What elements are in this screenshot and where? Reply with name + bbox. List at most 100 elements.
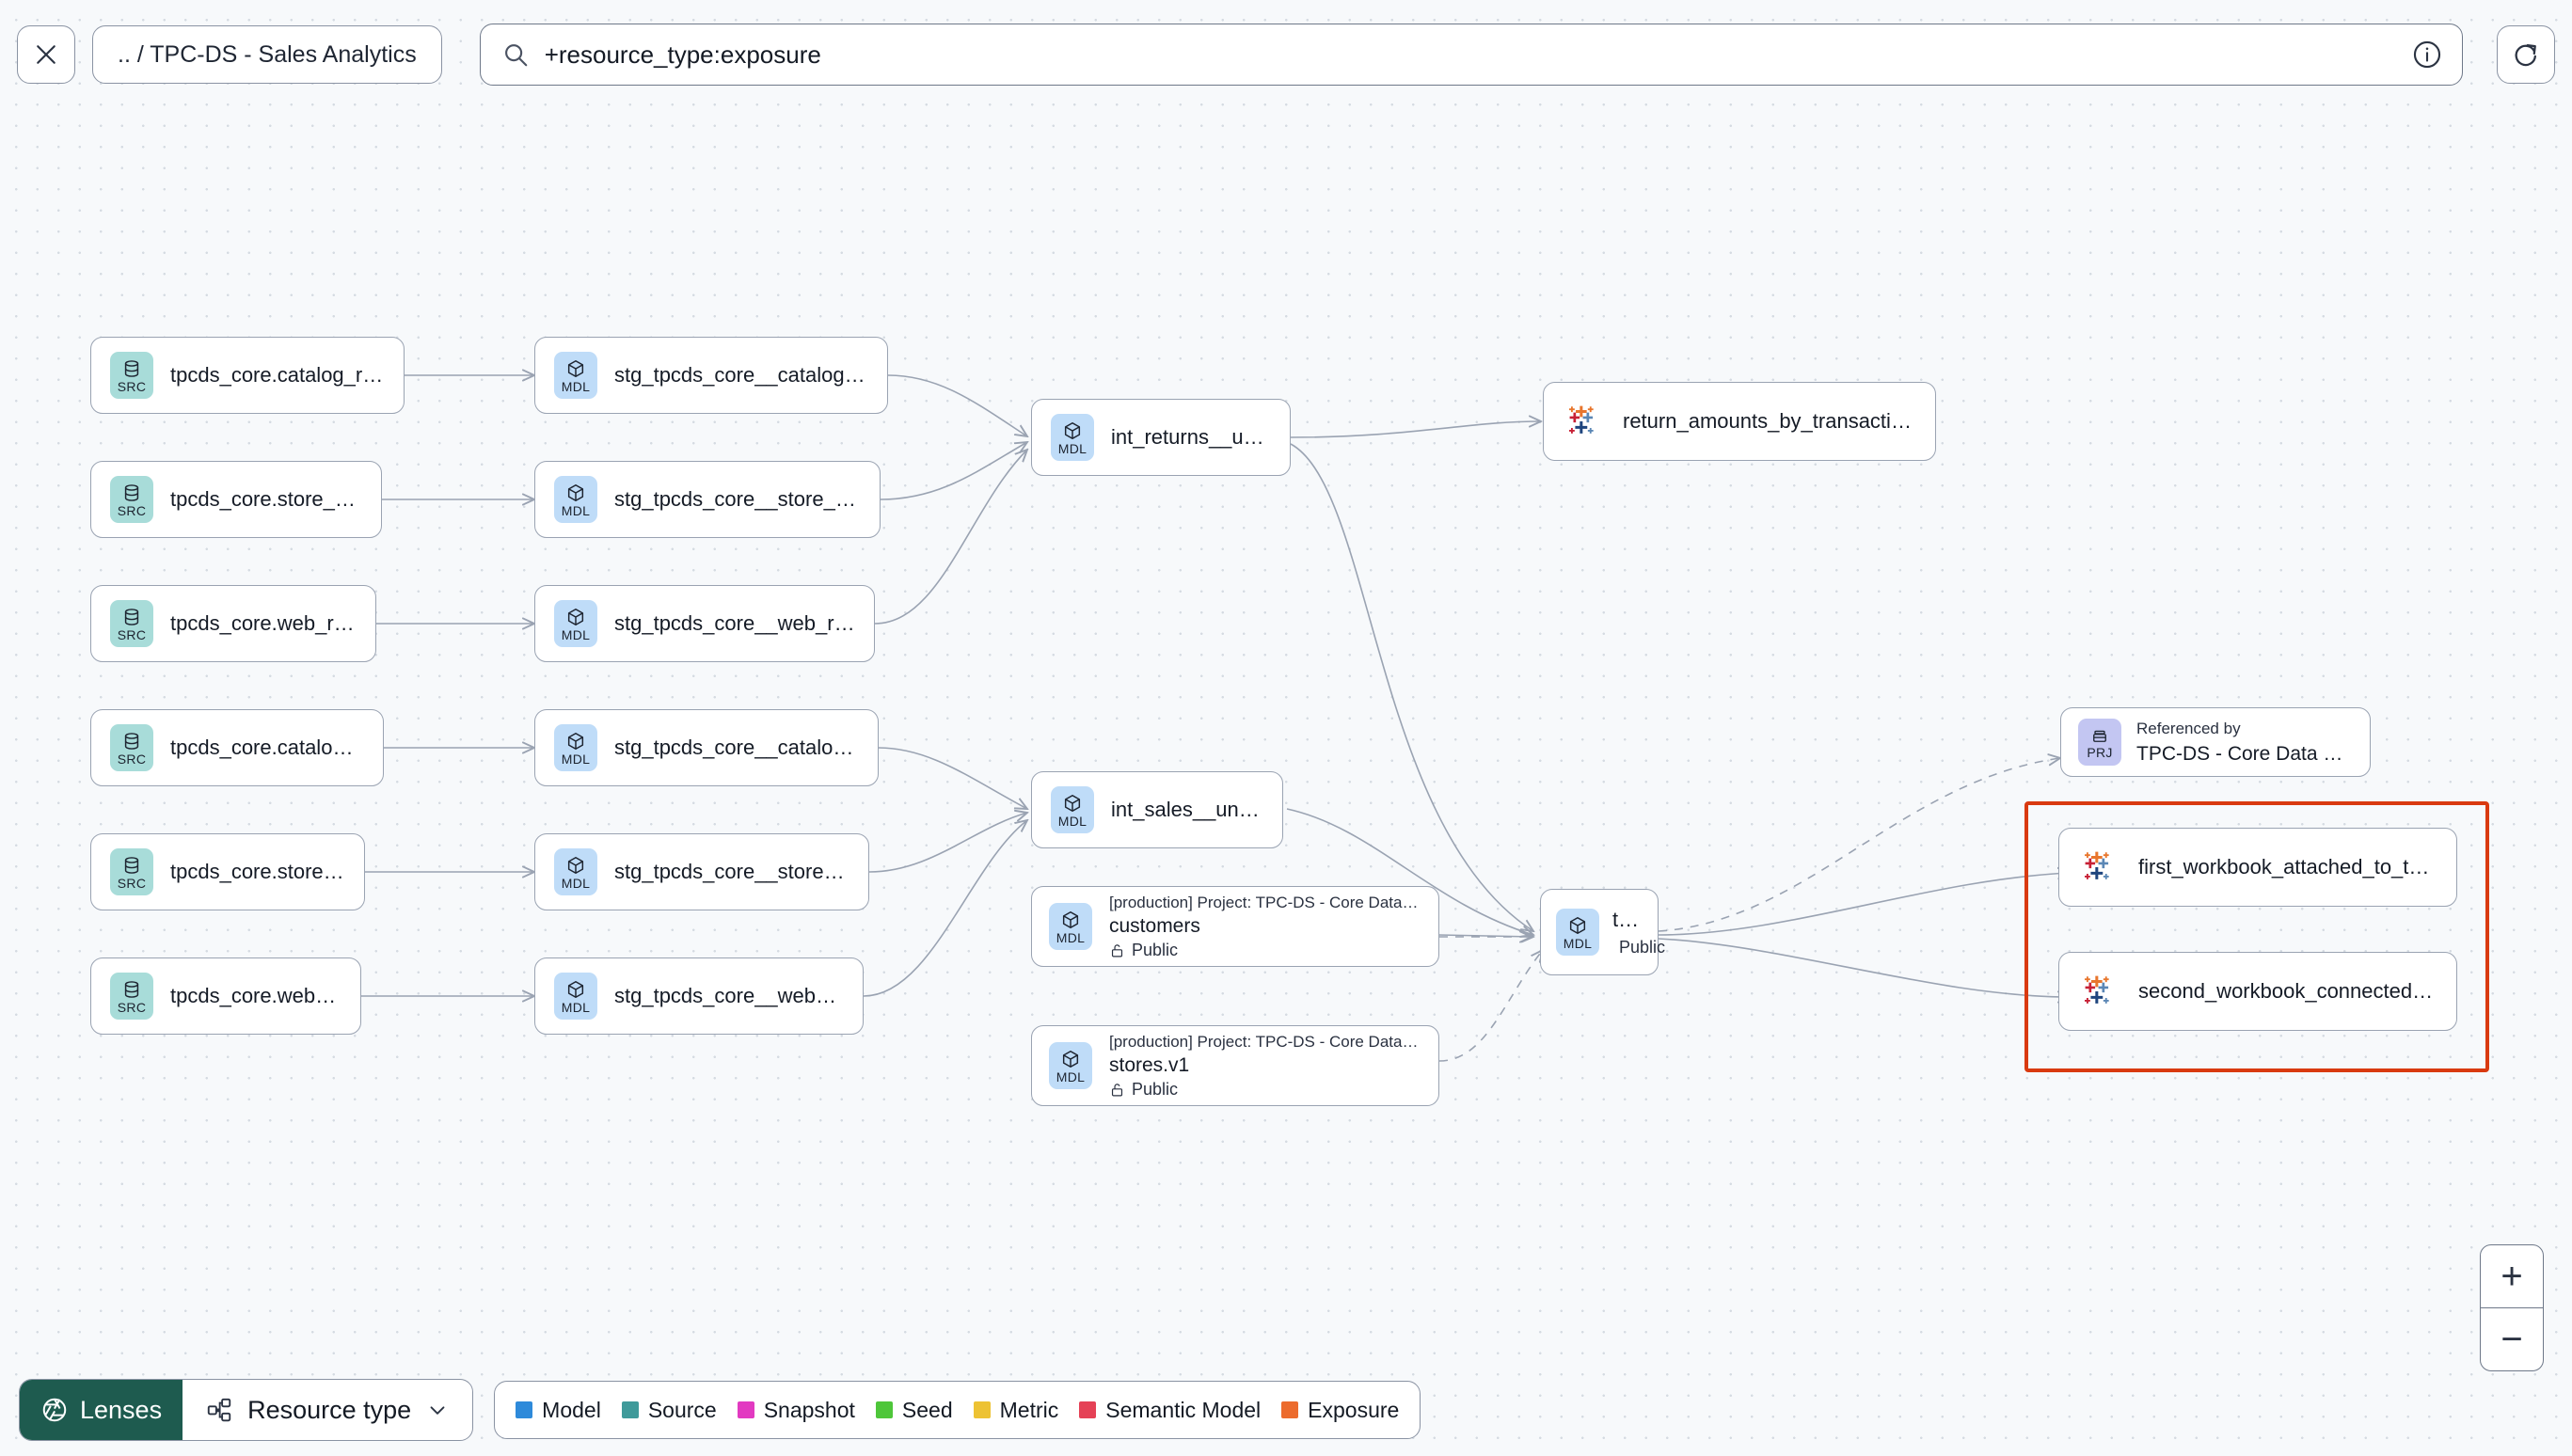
model-badge: MDL — [1051, 786, 1094, 833]
database-icon — [124, 608, 139, 625]
badge-label: SRC — [117, 378, 147, 394]
model-badge: MDL — [554, 600, 597, 647]
close-button[interactable] — [17, 25, 75, 84]
refresh-button[interactable] — [2497, 25, 2555, 84]
access-badge: Public — [1109, 1080, 1421, 1100]
legend-label: Exposure — [1308, 1397, 1400, 1422]
node-model[interactable]: MDL stg_tpcds_core__web_returns — [534, 585, 875, 662]
node-exposure[interactable]: return_amounts_by_transaction_type — [1543, 382, 1936, 461]
cube-icon — [1569, 916, 1586, 934]
cube-icon — [567, 980, 584, 998]
node-title: stg_tpcds_core__catalog_sales — [614, 736, 859, 759]
cube-icon — [1062, 910, 1079, 928]
cube-icon — [567, 608, 584, 625]
cube-icon — [567, 856, 584, 874]
node-title: int_returns__unioned — [1111, 425, 1271, 449]
legend-swatch — [973, 1401, 991, 1418]
legend-swatch — [516, 1401, 533, 1418]
node-title: stg_tpcds_core__web_returns — [614, 611, 855, 635]
node-source[interactable]: SRC tpcds_core.catalog_returns — [90, 337, 405, 414]
node-exposure[interactable]: first_workbook_attached_to_tpc-ds_-_… — [2058, 828, 2457, 907]
badge-label: MDL — [561, 751, 591, 767]
node-title: first_workbook_attached_to_tpc-ds_-_… — [2138, 855, 2437, 878]
database-icon — [124, 732, 139, 750]
database-icon — [124, 359, 139, 377]
lenses-button[interactable]: Lenses — [20, 1380, 183, 1440]
legend-label: Metric — [999, 1397, 1059, 1422]
node-source[interactable]: SRC tpcds_core.web_sales — [90, 957, 361, 1035]
tableau-icon — [2085, 975, 2109, 1004]
node-title: stg_tpcds_core__catalog_returns — [614, 363, 868, 387]
node-source[interactable]: SRC tpcds_core.catalog_sales — [90, 709, 384, 786]
model-badge: MDL — [554, 724, 597, 771]
badge-label: MDL — [561, 626, 591, 642]
badge-label: SRC — [117, 502, 147, 518]
legend-label: Model — [542, 1397, 601, 1422]
node-project-reference[interactable]: PRJ Referenced by TPC-DS - Core Data Mod… — [2060, 707, 2371, 777]
zoom-out-button[interactable]: − — [2501, 1319, 2523, 1360]
legend-swatch — [621, 1401, 639, 1418]
legend-label: Snapshot — [763, 1397, 855, 1422]
access-badge: Public — [1109, 941, 1421, 960]
node-model[interactable]: MDL stg_tpcds_core__catalog_returns — [534, 337, 888, 414]
node-title: tpcds_core.web_returns — [170, 611, 357, 635]
aperture-icon — [42, 1398, 67, 1422]
model-badge: MDL — [554, 352, 597, 399]
node-model[interactable]: MDL stg_tpcds_core__store_sales — [534, 833, 869, 910]
referenced-by-label: Referenced by — [2136, 719, 2241, 737]
legend-item-semantic-model: Semantic Model — [1079, 1398, 1261, 1423]
resource-type-label: Resource type — [247, 1395, 412, 1424]
resource-type-dropdown[interactable]: Resource type — [183, 1380, 472, 1440]
node-project-label: [production] Project: TPC-DS - Core Data… — [1109, 893, 1421, 911]
model-badge: MDL — [1051, 414, 1094, 461]
cube-icon — [1062, 1050, 1079, 1068]
legend-item-seed: Seed — [875, 1397, 953, 1423]
model-badge: MDL — [1556, 909, 1599, 956]
refresh-icon — [2515, 44, 2536, 67]
badge-label: MDL — [1563, 935, 1593, 951]
zoom-controls[interactable]: + − — [2480, 1244, 2544, 1371]
node-model[interactable]: MDL stg_tpcds_core__web_sales — [534, 957, 864, 1035]
legend-item-snapshot: Snapshot — [737, 1397, 855, 1423]
badge-label: SRC — [117, 875, 147, 891]
model-badge: MDL — [1049, 1042, 1092, 1089]
nodes-icon — [207, 1398, 231, 1422]
legend-swatch — [1281, 1401, 1299, 1418]
badge-label: SRC — [117, 626, 147, 642]
search-icon — [504, 44, 528, 67]
node-source[interactable]: SRC tpcds_core.store_returns — [90, 461, 382, 538]
node-title: customers — [1109, 914, 1200, 937]
search-input[interactable] — [544, 40, 2441, 70]
model-badge: MDL — [554, 848, 597, 895]
chevron-down-icon — [430, 1406, 445, 1415]
node-model[interactable]: MDL stg_tpcds_core__store_returns — [534, 461, 881, 538]
breadcrumb[interactable]: .. / TPC-DS - Sales Analytics — [92, 25, 442, 84]
node-title: second_workbook_connected_to_live… — [2138, 979, 2437, 1003]
legend-swatch — [875, 1401, 893, 1418]
zoom-in-button[interactable]: + — [2501, 1256, 2523, 1297]
node-exposure[interactable]: second_workbook_connected_to_live… — [2058, 952, 2457, 1031]
source-badge: SRC — [110, 600, 153, 647]
node-source[interactable]: SRC tpcds_core.web_returns — [90, 585, 376, 662]
node-model-public[interactable]: MDL [production] Project: TPC-DS - Core … — [1031, 1025, 1439, 1106]
node-model-public[interactable]: MDL [production] Project: TPC-DS - Core … — [1031, 886, 1439, 967]
badge-label: MDL — [1056, 929, 1086, 945]
badge-label: MDL — [561, 875, 591, 891]
node-model[interactable]: MDL stg_tpcds_core__catalog_sales — [534, 709, 879, 786]
node-title: tpcds_core.catalog_sales — [170, 736, 364, 759]
node-title: tpcds_core.store_returns — [170, 487, 362, 511]
legend-swatch — [737, 1401, 754, 1418]
cube-icon — [567, 483, 584, 501]
bottom-toolbar: Lenses Resource type Model — [19, 1379, 1421, 1441]
info-icon[interactable] — [2411, 39, 2443, 71]
legend-label: Seed — [901, 1397, 953, 1422]
source-badge: SRC — [110, 724, 153, 771]
node-model-transactions[interactable]: MDL transactions Public — [1540, 889, 1665, 975]
node-model[interactable]: MDL int_sales__unioned — [1031, 771, 1283, 848]
search-bar[interactable] — [479, 24, 2463, 86]
node-source[interactable]: SRC tpcds_core.store_sales — [90, 833, 365, 910]
model-badge: MDL — [554, 973, 597, 1020]
node-model[interactable]: MDL int_returns__unioned — [1031, 399, 1291, 476]
legend-item-model: Model — [516, 1398, 601, 1423]
